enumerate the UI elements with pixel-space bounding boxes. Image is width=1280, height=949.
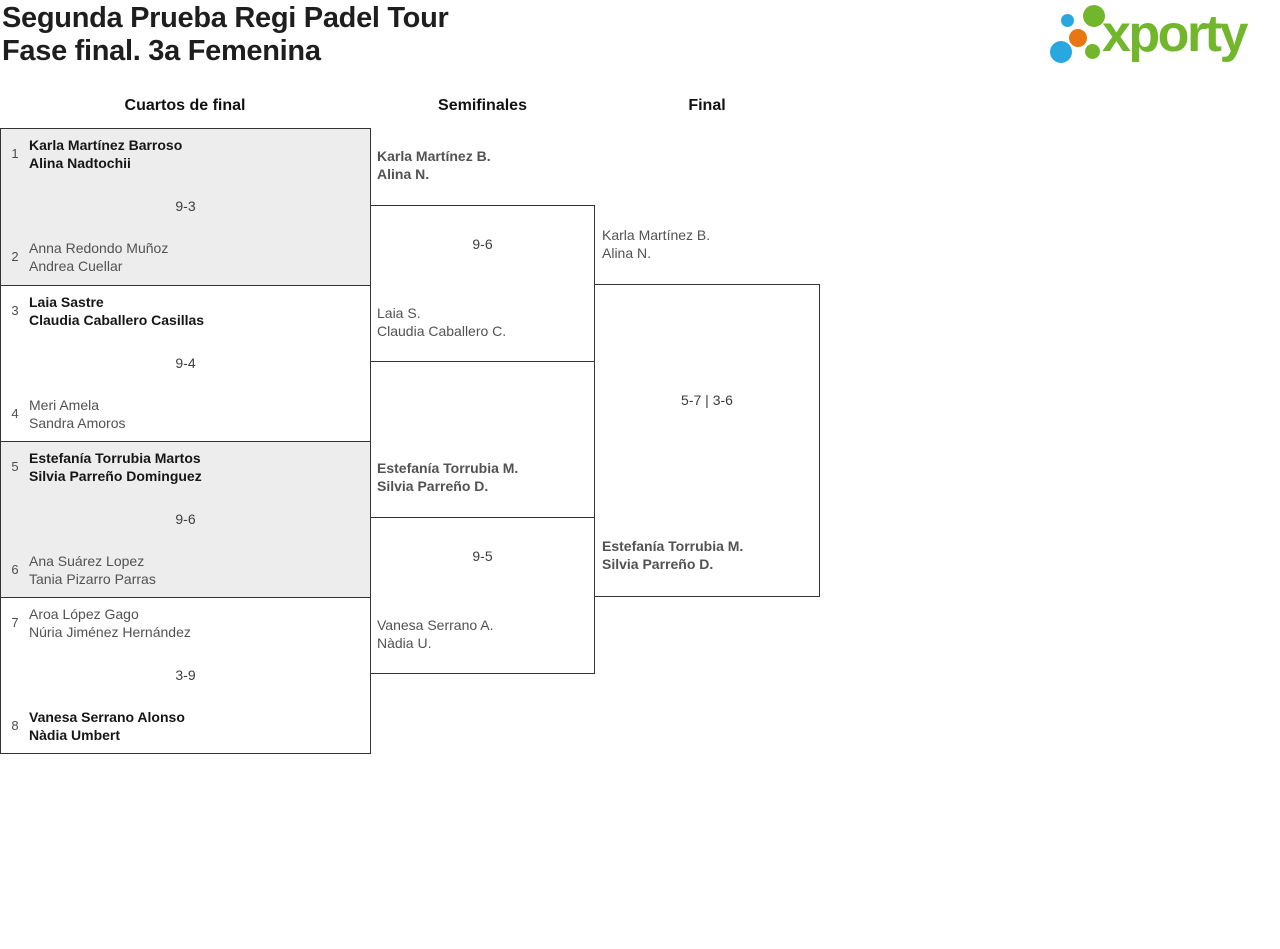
match-score: 5-7 | 3-6 xyxy=(681,392,733,408)
player-name: Karla Martínez Barroso xyxy=(29,137,183,153)
match-score: 9-4 xyxy=(175,355,196,371)
team-name: Estefanía Torrubia M. Silvia Parreño D. xyxy=(602,537,743,573)
team-name: Estefanía Torrubia M. Silvia Parreño D. xyxy=(377,459,518,495)
match-score: 9-6 xyxy=(472,236,493,252)
player-name: Laia S. xyxy=(377,305,421,321)
logo-dot-icon xyxy=(1069,29,1087,47)
qf-match-2: 3 Laia Sastre Claudia Caballero Casillas… xyxy=(1,285,370,441)
seed-number: 8 xyxy=(11,718,19,733)
seed-number: 1 xyxy=(11,146,19,161)
match-score: 3-9 xyxy=(175,667,196,683)
player-name: Nàdia Umbert xyxy=(29,727,121,743)
team-name: Karla Martínez B. Alina N. xyxy=(377,147,491,183)
qf-match-3: 5 Estefanía Torrubia Martos Silvia Parre… xyxy=(1,441,370,597)
logo-dot-icon xyxy=(1061,14,1074,27)
seed-number: 4 xyxy=(11,406,19,421)
team-name: Meri Amela Sandra Amoros xyxy=(29,396,126,432)
player-name: Laia Sastre xyxy=(29,294,104,310)
page-title: Segunda Prueba Regi Padel Tour Fase fina… xyxy=(2,2,449,68)
player-name: Estefanía Torrubia M. xyxy=(602,538,744,554)
round-header-quarterfinals: Cuartos de final xyxy=(124,97,246,114)
player-name: Sandra Amoros xyxy=(29,415,126,431)
team-name: Vanesa Serrano A. Nàdia U. xyxy=(377,616,493,652)
player-name: Karla Martínez B. xyxy=(377,148,491,164)
team-name: Ana Suárez Lopez Tania Pizarro Parras xyxy=(29,552,156,588)
player-name: Anna Redondo Muñoz xyxy=(29,240,169,256)
round-header-final: Final xyxy=(688,97,726,114)
player-name: Claudia Caballero Casillas xyxy=(29,312,205,328)
seed-number: 3 xyxy=(11,303,19,318)
player-name: Claudia Caballero C. xyxy=(377,323,507,339)
player-name: Estefanía Torrubia M. xyxy=(377,460,519,476)
seed-number: 7 xyxy=(11,615,19,630)
final-match-box: 5-7 | 3-6 xyxy=(594,284,820,597)
player-name: Núria Jiménez Hernández xyxy=(29,624,191,640)
team-name: Laia S. Claudia Caballero C. xyxy=(377,304,506,340)
team-name: Aroa López Gago Núria Jiménez Hernández xyxy=(29,605,191,641)
tournament-name: Segunda Prueba Regi Padel Tour xyxy=(2,2,449,34)
logo-dot-icon xyxy=(1085,44,1100,59)
player-name: Meri Amela xyxy=(29,397,100,413)
quarterfinals-column: 1 Karla Martínez Barroso Alina Nadtochii… xyxy=(0,128,371,754)
team-name: Karla Martínez B. Alina N. xyxy=(602,226,710,262)
player-name: Vanesa Serrano A. xyxy=(377,617,494,633)
player-name: Tania Pizarro Parras xyxy=(29,571,156,587)
xporty-logo[interactable]: xporty xyxy=(1048,2,1270,68)
sf-match-1-box: 9-6 xyxy=(370,205,595,362)
player-name: Aroa López Gago xyxy=(29,606,139,622)
xporty-wordmark: xporty xyxy=(1102,5,1248,63)
player-name: Silvia Parreño D. xyxy=(377,478,489,494)
player-name: Silvia Parreño D. xyxy=(602,556,714,572)
qf-match-4: 7 Aroa López Gago Núria Jiménez Hernánde… xyxy=(1,597,370,753)
logo-dot-icon xyxy=(1050,41,1072,63)
seed-number: 2 xyxy=(11,249,19,264)
team-name: Estefanía Torrubia Martos Silvia Parreño… xyxy=(29,449,202,485)
player-name: Andrea Cuellar xyxy=(29,258,123,274)
logo-dot-icon xyxy=(1083,5,1105,27)
player-name: Alina N. xyxy=(377,166,430,182)
team-name: Laia Sastre Claudia Caballero Casillas xyxy=(29,293,204,329)
player-name: Karla Martínez B. xyxy=(602,227,711,243)
team-name: Vanesa Serrano Alonso Nàdia Umbert xyxy=(29,708,185,744)
player-name: Alina Nadtochii xyxy=(29,155,131,171)
match-score: 9-5 xyxy=(472,548,493,564)
team-name: Anna Redondo Muñoz Andrea Cuellar xyxy=(29,239,168,275)
seed-number: 5 xyxy=(11,459,19,474)
player-name: Vanesa Serrano Alonso xyxy=(29,709,185,725)
player-name: Nàdia U. xyxy=(377,635,432,651)
player-name: Alina N. xyxy=(602,245,652,261)
player-name: Ana Suárez Lopez xyxy=(29,553,145,569)
team-name: Karla Martínez Barroso Alina Nadtochii xyxy=(29,136,182,172)
qf-match-1: 1 Karla Martínez Barroso Alina Nadtochii… xyxy=(1,129,370,285)
phase-category: Fase final. 3a Femenina xyxy=(2,35,321,67)
match-score: 9-3 xyxy=(175,198,196,214)
round-header-semifinals: Semifinales xyxy=(438,97,527,114)
player-name: Estefanía Torrubia Martos xyxy=(29,450,201,466)
player-name: Silvia Parreño Dominguez xyxy=(29,468,202,484)
seed-number: 6 xyxy=(11,562,19,577)
match-score: 9-6 xyxy=(175,511,196,527)
